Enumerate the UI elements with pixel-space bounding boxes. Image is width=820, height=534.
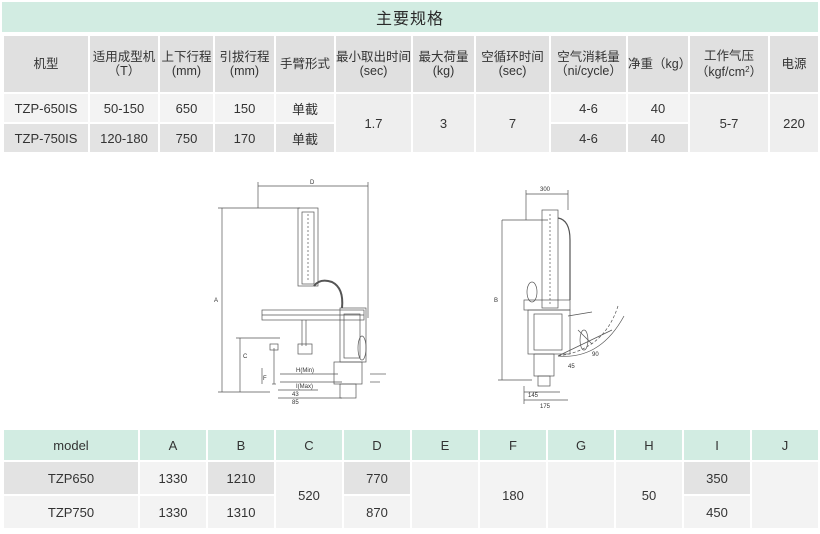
pressure-close: ）: [749, 65, 763, 79]
dims-cell-B: 1310: [206, 494, 276, 530]
spec-cell-machine: 120-180: [88, 122, 160, 154]
label-H: H(Min): [296, 368, 314, 374]
spec-cell-vertical: 650: [158, 92, 215, 124]
dims-cell-model: TZP650: [2, 460, 140, 496]
dims-cell-model: TZP750: [2, 494, 140, 530]
spec-cell-machine: 50-150: [88, 92, 160, 124]
label-145: 145: [528, 393, 539, 399]
dims-cell-E: [410, 460, 480, 530]
spec-header-row: 机型 适用成型机（T） 上下行程(mm) 引拔行程(mm) 手臂形式 最小取出时…: [2, 34, 820, 94]
spec-header-vertical: 上下行程(mm): [158, 34, 215, 94]
dims-cell-B: 1210: [206, 460, 276, 496]
spec-cell-max-load: 3: [411, 92, 476, 154]
spec-header-cycle: 空循环时间(sec): [474, 34, 551, 94]
dims-cell-H: 50: [614, 460, 684, 530]
label-300: 300: [540, 187, 551, 193]
dims-header-H: H: [614, 428, 684, 462]
spec-cell-air: 4-6: [549, 92, 628, 124]
spec-header-machine: 适用成型机（T）: [88, 34, 160, 94]
dims-cell-I: 350: [682, 460, 752, 496]
spec-cell-power: 220: [768, 92, 820, 154]
label-43: 43: [292, 392, 299, 398]
spec-cell-arm: 单截: [274, 122, 336, 154]
dims-header-D: D: [342, 428, 412, 462]
label-I: I(Max): [296, 384, 313, 390]
front-view-drawing: D A C F H(Min) I(Max) 43 85: [210, 178, 390, 414]
dims-row: TZP750 1330 1310 870 450: [2, 494, 819, 530]
spec-table: 机型 适用成型机（T） 上下行程(mm) 引拔行程(mm) 手臂形式 最小取出时…: [2, 34, 820, 154]
dims-row: TZP650 1330 1210 520 770 180 50 350: [2, 460, 820, 530]
spec-cell-pressure: 5-7: [688, 92, 770, 154]
dims-header-A: A: [138, 428, 208, 462]
label-F: F: [263, 376, 267, 382]
side-view-drawing: 300 B 145 175 45 90: [488, 180, 638, 412]
spec-cell-model: TZP-750IS: [2, 122, 90, 154]
dims-cell-C: 520: [274, 460, 344, 530]
spec-header-arm: 手臂形式: [274, 34, 336, 94]
dims-header-I: I: [682, 428, 752, 462]
label-175: 175: [540, 404, 551, 410]
spec-header-max-load: 最大荷量(kg): [411, 34, 476, 94]
side-view-svg: 300 B 145 175 45 90: [494, 187, 625, 410]
dims-cell-D: 870: [342, 494, 412, 530]
dims-header-model: model: [2, 428, 140, 462]
spec-cell-vertical: 750: [158, 122, 215, 154]
front-view-svg: D A C F H(Min) I(Max) 43 85: [214, 180, 386, 406]
spec-cell-arm: 单截: [274, 92, 336, 124]
pressure-label: 工作气压（kgf/cm: [695, 49, 754, 79]
spec-header-model: 机型: [2, 34, 90, 94]
label-C: C: [243, 354, 248, 360]
dims-header-G: G: [546, 428, 616, 462]
dims-cell-D: 770: [342, 460, 412, 496]
spec-cell-weight: 40: [626, 92, 690, 124]
spec-header-power: 电源: [768, 34, 820, 94]
spec-row: TZP-650IS 50-150 650 150 单截 1.7 3 7 4-6 …: [2, 92, 820, 154]
label-90: 90: [592, 352, 599, 358]
spec-cell-min-takeout: 1.7: [334, 92, 413, 154]
spec-cell-cycle: 7: [474, 92, 551, 154]
label-A: A: [214, 298, 218, 304]
dimensions-table: model A B C D E F G H I J TZP650 1330 12…: [2, 428, 820, 530]
dims-header-B: B: [206, 428, 276, 462]
dims-cell-F: 180: [478, 460, 548, 530]
label-85: 85: [292, 400, 299, 406]
dims-header-J: J: [750, 428, 820, 462]
dims-cell-I: 450: [682, 494, 752, 530]
spec-cell-model: TZP-650IS: [2, 92, 90, 124]
spec-header-traverse: 引拔行程(mm): [213, 34, 276, 94]
dims-header-F: F: [478, 428, 548, 462]
dims-header-E: E: [410, 428, 480, 462]
dims-cell-J: [750, 460, 820, 530]
label-D: D: [310, 180, 315, 186]
spec-header-pressure: 工作气压（kgf/cm2）: [688, 34, 770, 94]
spec-title: 主要规格: [2, 2, 818, 32]
spec-cell-air: 4-6: [549, 122, 628, 154]
dims-cell-G: [546, 460, 616, 530]
label-B: B: [494, 298, 498, 304]
dims-cell-A: 1330: [138, 494, 208, 530]
spec-header-min-takeout: 最小取出时间(sec): [334, 34, 413, 94]
label-45: 45: [568, 364, 575, 370]
dims-cell-A: 1330: [138, 460, 208, 496]
spec-header-weight: 净重（kg）: [626, 34, 690, 94]
spec-cell-weight: 40: [626, 122, 690, 154]
spec-header-air: 空气消耗量（ni/cycle）: [549, 34, 628, 94]
pressure-sup: 2: [745, 65, 750, 74]
dims-header-row: model A B C D E F G H I J: [2, 428, 820, 462]
spec-cell-traverse: 150: [213, 92, 276, 124]
spec-row: TZP-750IS 120-180 750 170 单截 4-6 40: [2, 122, 819, 154]
spec-cell-traverse: 170: [213, 122, 276, 154]
dims-header-C: C: [274, 428, 344, 462]
